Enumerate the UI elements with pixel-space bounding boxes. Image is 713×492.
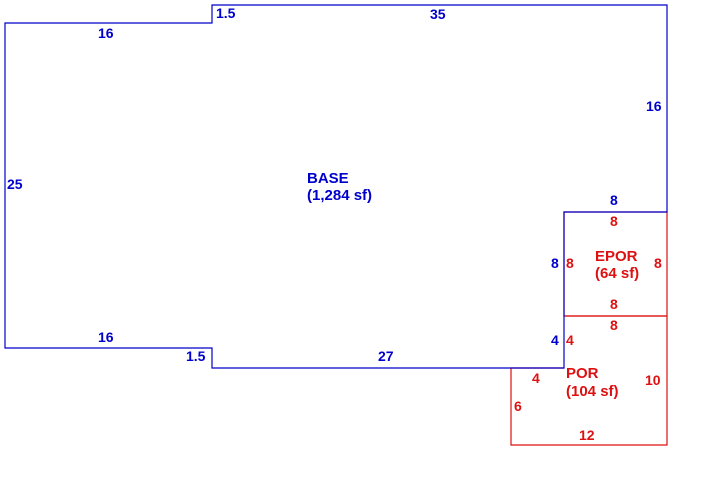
base-area-name: BASE <box>307 170 349 187</box>
epor-dim-top: 8 <box>610 213 618 229</box>
epor-dim-bottom: 8 <box>610 296 618 312</box>
por-area-size: (104 sf) <box>566 383 619 400</box>
base-dim-top: 35 <box>430 6 446 22</box>
epor-area-size: (64 sf) <box>595 265 639 282</box>
por-dim-top: 8 <box>610 317 618 333</box>
base-dim-top-left: 16 <box>98 25 114 41</box>
por-dim-left-inner: 4 <box>532 370 540 386</box>
base-dim-step-top: 1.5 <box>216 5 236 21</box>
por-dim-left-upper: 4 <box>566 332 574 348</box>
por-dim-left: 6 <box>514 398 522 414</box>
base-dim-left: 25 <box>7 176 23 192</box>
base-dim-bottom: 27 <box>378 348 394 364</box>
epor-dim-left: 8 <box>566 255 574 271</box>
epor-dim-right: 8 <box>654 255 662 271</box>
base-dim-bottom-left: 16 <box>98 329 114 345</box>
epor-area-name: EPOR <box>595 248 638 265</box>
por-dim-right: 10 <box>645 372 661 388</box>
base-dim-right: 16 <box>646 98 662 114</box>
base-dim-right-lower: 4 <box>551 332 559 348</box>
base-dim-epor-left: 8 <box>551 255 559 271</box>
base-dim-epor-top: 8 <box>610 192 618 208</box>
base-dim-step-bottom: 1.5 <box>186 348 206 364</box>
base-outline <box>4 4 668 369</box>
por-area-name: POR <box>566 365 599 382</box>
base-area-size: (1,284 sf) <box>307 187 372 204</box>
por-dim-bottom: 12 <box>579 427 595 443</box>
